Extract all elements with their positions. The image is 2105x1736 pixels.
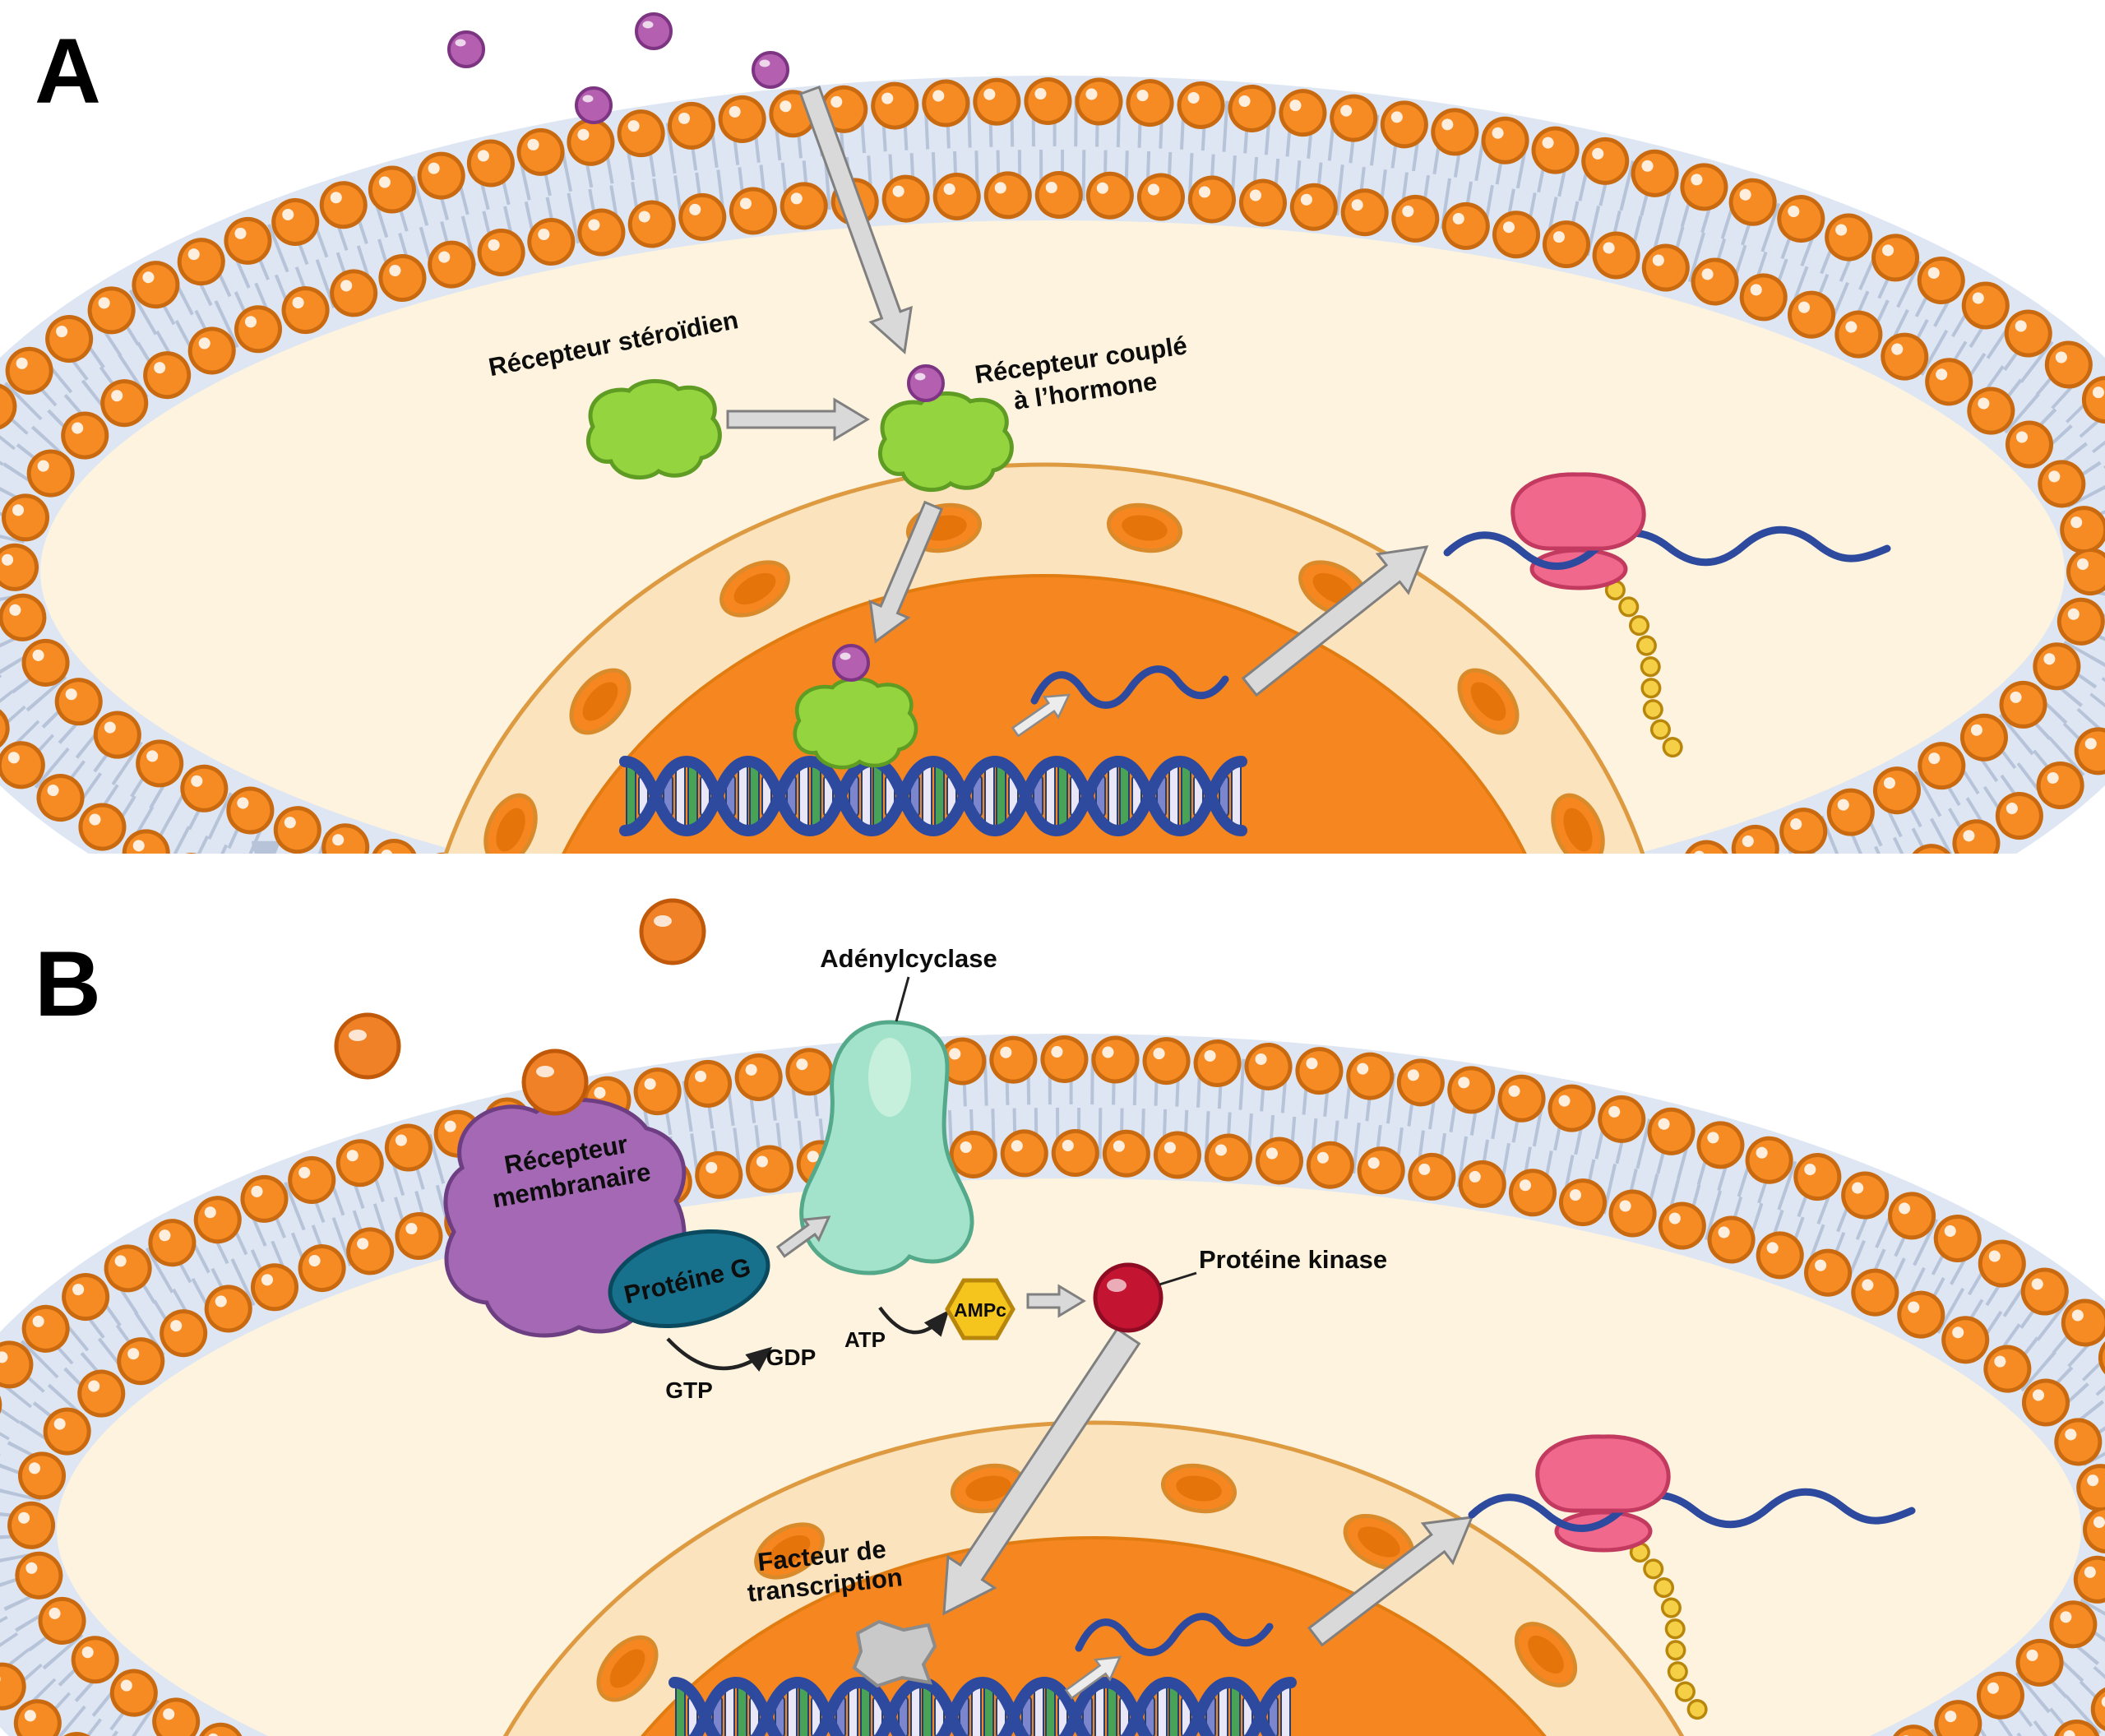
steroid-receptor [588, 381, 719, 477]
transcription-arrow-a [1011, 693, 1071, 738]
inner-lipid-heads [12, 1133, 2105, 1736]
mrna-export-arrow-b [1307, 1516, 1474, 1647]
protein-kinase [1093, 1262, 1164, 1333]
gprotein-activation-arrow [775, 1215, 831, 1258]
steroid-hormone-bound [907, 364, 945, 402]
panel-a-letter: A [35, 20, 101, 123]
protein-kinase-shape [1093, 1262, 1164, 1333]
ampc-molecule [945, 1278, 1015, 1340]
atp-ampc-arrow [878, 1306, 950, 1337]
steroid-hormone [752, 51, 789, 89]
inner-lipid-heads-highlight [18, 1140, 2105, 1736]
atp-label: ATP [844, 1327, 886, 1352]
mrna-transcript-a [1030, 665, 1229, 709]
gtp-gdp-arrow [666, 1337, 773, 1373]
mrna-transcript-b [1075, 1613, 1274, 1656]
membrane-bilayer-band [0, 1034, 2105, 1736]
peptide-hormone [336, 1015, 399, 1077]
protein-kinase-label: Protéine kinase [1199, 1245, 1387, 1274]
panel-b: Adénylcyclase Récepteur membranaire Prot… [0, 900, 2105, 1736]
plasma-membrane-a [0, 76, 2105, 854]
kinase-to-nucleus-arrow [942, 1327, 1141, 1616]
steroid-hormone [447, 30, 485, 68]
hormone-bound-receptor [880, 393, 1011, 489]
steroid-hormone [635, 12, 673, 50]
nuclear-hormone-receptor-complex [795, 678, 916, 767]
adenylcyclase-pointer-line [895, 976, 910, 1022]
adenylcyclase-label: Adénylcyclase [820, 944, 997, 973]
peptide-hormone-bound [524, 1051, 586, 1113]
steroid-hormone [575, 86, 613, 124]
outer-lipid-heads-highlight [0, 88, 2105, 854]
outer-lipid-heads [0, 1039, 2105, 1736]
peptide-hormone [641, 900, 704, 963]
gdp-label: GDP [766, 1345, 817, 1370]
ampc-label: AMPc [954, 1299, 1006, 1321]
transcription-arrow-b [1064, 1655, 1122, 1700]
protein-kinase-pointer-line [1159, 1271, 1197, 1286]
adenylcyclase-shape [799, 1020, 974, 1275]
panel-a: Récepteur stéroïdien Récepteur couplé à … [0, 12, 2105, 854]
inner-lipid-heads-highlight [2, 182, 2089, 854]
nuclear-import-arrow [868, 500, 944, 644]
g-protein [608, 1229, 770, 1329]
outer-lipid-heads [0, 81, 2105, 854]
transcription-factor [852, 1619, 937, 1688]
steroid-hormone-bound-dna [832, 644, 870, 682]
hormone-entry-arrow [798, 85, 913, 354]
inner-lipid-heads [0, 175, 2105, 854]
membrane-bilayer-band [0, 76, 2105, 854]
nucleus-b [502, 1420, 1685, 1736]
receptor-binding-arrow [726, 397, 870, 442]
gtp-label: GTP [665, 1377, 713, 1403]
protein-kinase-highlight [1107, 1279, 1127, 1292]
outer-lipid-heads-highlight [0, 1046, 2105, 1736]
adenylcyclase-highlight [868, 1038, 911, 1117]
mrna-export-arrow-a [1241, 545, 1429, 697]
panel-b-letter: B [35, 933, 101, 1035]
plasma-membrane-b [0, 1034, 2105, 1736]
adenylcyclase-enzyme [799, 1020, 974, 1275]
ampc-to-kinase-arrow [1026, 1284, 1086, 1318]
